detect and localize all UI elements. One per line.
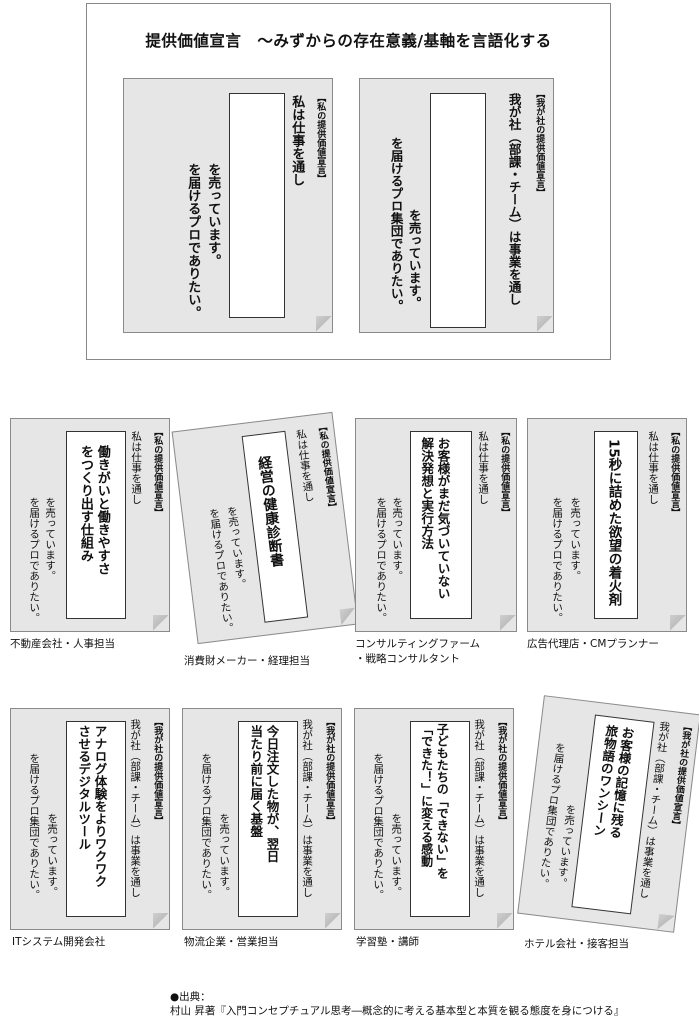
page-curl — [657, 913, 676, 932]
caption: 学習塾・講師 — [356, 936, 419, 948]
card-tag: 【我が社の提供価値宣言】 — [152, 717, 163, 825]
card-tag: 【私の提供価値宣言】 — [315, 93, 326, 183]
example-card: 【我が社の提供価値宣言】 我が社（部課・チーム）は事業を通し 今日注文した物が、… — [182, 708, 342, 930]
card-line1: 私は仕事を通し — [477, 431, 490, 505]
filled-slot — [238, 721, 298, 917]
card-tag: 【我が社の提供価値宣言】 — [496, 717, 507, 825]
page-curl — [325, 913, 341, 929]
card-tag: 【私の提供価値宣言】 — [499, 427, 510, 517]
card-line3: を届けるプロでありたい。 — [28, 497, 41, 623]
filled-slot — [410, 721, 470, 917]
source-text: 村山 昇著『入門コンセプチュアル思考―概念的に考える基本型と本質を観る態度を身に… — [170, 1005, 625, 1018]
top-panel: 提供価値宣言 〜みずからの存在意義/基軸を言語化する 【私の提供価値宣言】 私は… — [86, 3, 611, 360]
page-curl — [316, 316, 332, 332]
card-tag: 【私の提供価値宣言】 — [152, 427, 163, 517]
template-card-personal: 【私の提供価値宣言】 私は仕事を通し を売っています。 を届けるプロでありたい。 — [123, 78, 333, 333]
example-card: 【私の提供価値宣言】 私は仕事を通し 15秒に詰めた欲望の着火剤 を売っています… — [527, 418, 687, 632]
card-line2: を売っています。 — [46, 813, 59, 897]
slot-text: 今日注文した物が、翌日 当たり前に届く基盤 — [248, 725, 280, 863]
example-card: 【私の提供価値宣言】 私は仕事を通し 経営の健康診断書 を売っています。 を届け… — [171, 411, 359, 645]
blank-slot — [430, 93, 486, 328]
card-line1: 私は仕事を通し — [294, 428, 316, 503]
example-card: 【我が社の提供価値宣言】 我が社（部課・チーム）は事業を通し お客様の記憶に残る… — [517, 695, 699, 933]
page-curl — [537, 316, 553, 332]
page-curl — [153, 913, 169, 929]
card-tag: 【我が社の提供価値宣言】 — [324, 717, 335, 825]
filled-slot — [594, 431, 638, 619]
card-tag: 【我が社の提供価値宣言】 — [534, 89, 545, 197]
card-line2: を売っています。 — [391, 497, 404, 581]
blank-slot — [229, 93, 285, 318]
filled-slot — [66, 721, 126, 917]
slot-text: 15秒に詰めた欲望の着火剤 — [605, 439, 622, 607]
caption: 物流企業・営業担当 — [184, 936, 279, 948]
card-line2: を売っています。 — [44, 497, 57, 581]
page-curl — [153, 615, 169, 631]
card-line1: 我が社（部課・チーム）は事業を通し — [301, 719, 314, 898]
caption: 広告代理店・CMプランナー — [527, 638, 659, 650]
card-line2: を売っています。 — [205, 163, 221, 267]
example-card: 【我が社の提供価値宣言】 我が社（部課・チーム）は事業を通し アナログ体験をより… — [10, 708, 170, 930]
card-line3: を届けるプロ集団でありたい。 — [388, 137, 404, 312]
source-label: ●出典： — [170, 991, 211, 1003]
card-line3: を届けるプロ集団でありたい。 — [28, 753, 41, 900]
card-line3: を届けるプロでありたい。 — [375, 497, 388, 623]
card-line3: を届けるプロ集団でありたい。 — [200, 753, 213, 900]
caption: 消費財メーカー・経理担当 — [184, 655, 310, 667]
slot-text: 子どもたちの「できない」を 「できた！」に変える感動 — [419, 723, 450, 879]
source-citation: ●出典： 村山 昇著『入門コンセプチュアル思考―概念的に考える基本型と本質を観る… — [170, 990, 624, 1018]
card-line1: 私は仕事を通し — [130, 431, 143, 505]
page-title: 提供価値宣言 〜みずからの存在意義/基軸を言語化する — [145, 32, 552, 50]
caption: ITシステム開発会社 — [12, 936, 106, 948]
example-card: 【私の提供価値宣言】 私は仕事を通し 働きがいと働きやすさ をつくり出す仕組み … — [10, 418, 170, 632]
card-line3: を届けるプロでありたい。 — [185, 163, 201, 319]
page-curl — [670, 615, 686, 631]
card-tag: 【私の提供価値宣言】 — [669, 427, 680, 517]
card-tag: 【私の提供価値宣言】 — [315, 421, 337, 513]
filled-slot — [410, 431, 472, 619]
filled-slot — [66, 431, 126, 619]
slot-text: お客様がまだ気づいていない 解決発想と実行方法 — [419, 437, 451, 600]
page-curl — [497, 913, 513, 929]
page-curl — [500, 615, 516, 631]
template-card-company: 【我が社の提供価値宣言】 我が社（部課・チーム）は事業を通し を売っています。 … — [359, 78, 554, 333]
caption: 不動産会社・人事担当 — [10, 638, 115, 650]
example-card: 【我が社の提供価値宣言】 我が社（部課・チーム）は事業を通し 子どもたちの「でき… — [354, 708, 514, 930]
card-line3: を届けるプロ集団でありたい。 — [372, 753, 385, 900]
slot-text: 働きがいと働きやすさ をつくり出す仕組み — [77, 445, 110, 575]
card-line3: を届けるプロでありたい。 — [551, 497, 564, 623]
caption: コンサルティングファーム ・戦略コンサルタント — [355, 638, 481, 666]
card-line1: 我が社（部課・チーム）は事業を通し — [129, 719, 142, 898]
card-tag: 【我が社の提供価値宣言】 — [668, 721, 693, 830]
example-card: 【私の提供価値宣言】 私は仕事を通し お客様がまだ気づいていない 解決発想と実行… — [355, 418, 517, 632]
card-line2: を売っています。 — [406, 209, 422, 309]
slot-text: アナログ体験をよりワクワク させるデジタルツール — [76, 725, 108, 888]
card-line1: 我が社（部課・チーム）は事業を通し — [473, 719, 486, 898]
card-line1: 我が社（部課・チーム）は事業を通し — [506, 93, 522, 306]
caption: ホテル会社・接客担当 — [524, 938, 629, 950]
card-line2: を売っています。 — [569, 497, 582, 581]
card-line2: を売っています。 — [390, 813, 403, 897]
card-line1: 私は仕事を通し — [289, 95, 305, 186]
card-line1: 私は仕事を通し — [647, 431, 660, 505]
card-line2: を売っています。 — [218, 813, 231, 897]
